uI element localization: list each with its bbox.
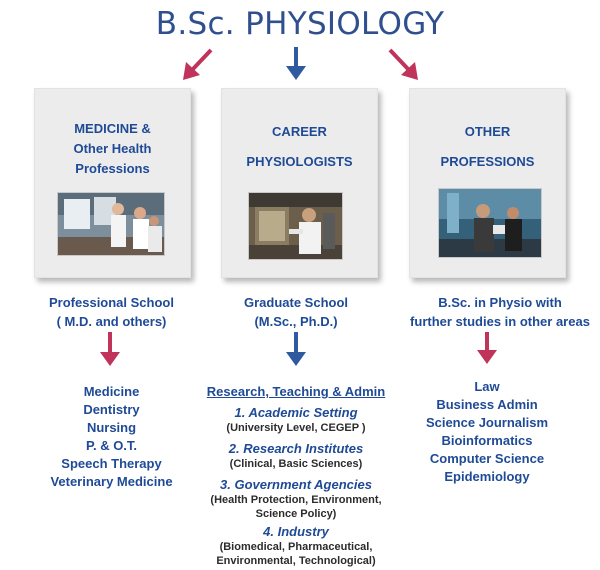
list-item-detail: (Biomedical, Pharmaceutical, <box>219 541 373 553</box>
list-item-detail: (Health Protection, Environment, <box>210 494 382 506</box>
page-title: B.Sc. PHYSIOLOGY <box>155 6 445 42</box>
research-heading: Research, Teaching & Admin <box>206 384 386 399</box>
list-item: Bioinformatics <box>441 433 533 448</box>
arrow-down-icon <box>100 332 120 366</box>
list-item: Science Journalism <box>425 415 549 430</box>
list-item-detail: Environmental, Technological) <box>216 555 376 567</box>
list-item: P. & O.T. <box>85 438 138 453</box>
lower-arrows <box>100 332 497 366</box>
list-item: Medicine <box>83 384 140 399</box>
list-item: Epidemiology <box>444 469 530 484</box>
other-careers-list: Law Business Admin Science Journalism Bi… <box>400 378 574 486</box>
arrow-down-icon <box>286 47 306 80</box>
lab-scientist-photo <box>249 193 342 259</box>
bsc-further-studies-label: B.Sc. in Physio with further studies in … <box>410 295 590 329</box>
colleagues-photo <box>439 189 541 257</box>
list-item-title: 1. Academic Setting <box>234 405 358 420</box>
list-item: Nursing <box>86 420 137 435</box>
list-item-detail: (Clinical, Basic Sciences) <box>229 458 363 470</box>
other-box: OTHER PROFESSIONS <box>409 88 566 278</box>
list-item-detail: (University Level, CEGEP ) <box>226 422 366 434</box>
professional-school-label: Professional School ( M.D. and others) <box>49 295 174 329</box>
medicine-box-label: MEDICINE & Other Health Professions <box>73 121 152 176</box>
career-box: CAREER PHYSIOLOGISTS <box>221 88 378 278</box>
research-careers-list: Research, Teaching & Admin 1. Academic S… <box>196 383 396 568</box>
medicine-careers-list: Medicine Dentistry Nursing P. & O.T. Spe… <box>24 383 199 491</box>
list-item: Computer Science <box>429 451 545 466</box>
other-box-label: OTHER PROFESSIONS <box>440 124 535 169</box>
list-item-title: 3. Government Agencies <box>220 477 372 492</box>
list-item-title: 2. Research Institutes <box>228 441 364 456</box>
list-item-title: 4. Industry <box>263 524 329 539</box>
list-item: Business Admin <box>436 397 538 412</box>
medicine-box: MEDICINE & Other Health Professions <box>34 88 191 278</box>
arrow-down-icon <box>286 332 306 366</box>
arrow-down-left-icon <box>183 48 213 80</box>
arrow-down-right-icon <box>388 48 418 80</box>
top-arrows <box>183 47 418 80</box>
list-item: Dentistry <box>83 402 140 417</box>
list-item: Veterinary Medicine <box>50 474 173 489</box>
arrow-down-icon <box>477 332 497 364</box>
list-item: Law <box>474 379 500 394</box>
career-box-label: CAREER PHYSIOLOGISTS <box>246 124 353 169</box>
list-item-detail: Science Policy) <box>255 508 337 520</box>
graduate-school-label: Graduate School (M.Sc., Ph.D.) <box>243 295 349 329</box>
list-item: Speech Therapy <box>61 456 162 471</box>
doctors-photo <box>58 193 164 255</box>
